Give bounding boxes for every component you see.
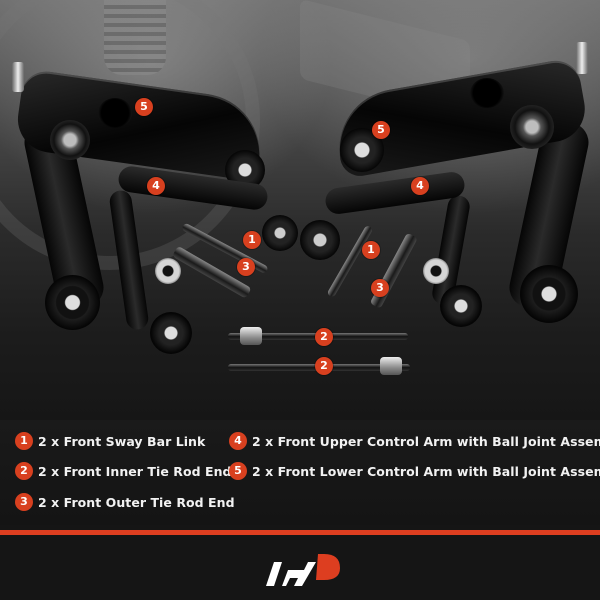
legend-item-1: 1 2 x Front Sway Bar Link: [15, 432, 205, 450]
legend-label: 2 x Front Sway Bar Link: [38, 433, 206, 449]
left-ball-joint-stud: [12, 62, 24, 92]
product-photo: 5 5 4 4 1 1 3 3 2 2: [0, 0, 600, 420]
legend-number-badge: 5: [229, 462, 247, 480]
right-arm-hole: [470, 78, 504, 108]
inner-tie-rod-lower-end: [380, 357, 402, 375]
left-arm-rear-bushing: [45, 275, 100, 330]
legend-number-badge: 1: [15, 432, 33, 450]
legend-label: 2 x Front Upper Control Arm with Ball Jo…: [252, 433, 600, 449]
legend-number-badge: 3: [15, 493, 33, 511]
right-upper-arm-bushing-2: [300, 220, 340, 260]
accent-divider: [0, 530, 600, 535]
parts-legend: 1 2 x Front Sway Bar Link 2 2 x Front In…: [0, 420, 600, 525]
brand-logo-icon: [266, 554, 340, 586]
legend-item-4: 4 2 x Front Upper Control Arm with Ball …: [229, 432, 600, 450]
left-arm-hole: [98, 98, 132, 128]
legend-item-3: 3 2 x Front Outer Tie Rod End: [15, 493, 235, 511]
left-washer: [155, 258, 181, 284]
legend-number-badge: 4: [229, 432, 247, 450]
badge-2-upper: 2: [315, 328, 333, 346]
badge-4-left: 4: [147, 177, 165, 195]
badge-5-left: 5: [135, 98, 153, 116]
legend-item-5: 5 2 x Front Lower Control Arm with Ball …: [229, 462, 600, 480]
left-arm-nut: [50, 120, 90, 160]
right-arm-rear-bushing: [520, 265, 578, 323]
left-upper-arm-bushing: [150, 312, 192, 354]
right-upper-control-arm: [323, 170, 467, 216]
legend-label: 2 x Front Inner Tie Rod End: [38, 463, 232, 479]
right-washer: [423, 258, 449, 284]
background-coil-spring: [104, 0, 166, 75]
right-upper-arm-bushing: [440, 285, 482, 327]
right-ball-joint-stud: [576, 42, 588, 74]
badge-1-right: 1: [362, 241, 380, 259]
legend-item-2: 2 2 x Front Inner Tie Rod End: [15, 462, 232, 480]
badge-2-lower: 2: [315, 357, 333, 375]
badge-4-right: 4: [411, 177, 429, 195]
inner-tie-rod-upper-end: [240, 327, 262, 345]
badge-3-left: 3: [237, 258, 255, 276]
badge-1-left: 1: [243, 231, 261, 249]
badge-3-right: 3: [371, 279, 389, 297]
legend-number-badge: 2: [15, 462, 33, 480]
left-upper-arm-bushing-2: [262, 215, 298, 251]
right-arm-nut: [510, 105, 554, 149]
badge-5-right: 5: [372, 121, 390, 139]
legend-label: 2 x Front Lower Control Arm with Ball Jo…: [252, 463, 600, 479]
legend-label: 2 x Front Outer Tie Rod End: [38, 494, 235, 510]
footer: [0, 535, 600, 600]
